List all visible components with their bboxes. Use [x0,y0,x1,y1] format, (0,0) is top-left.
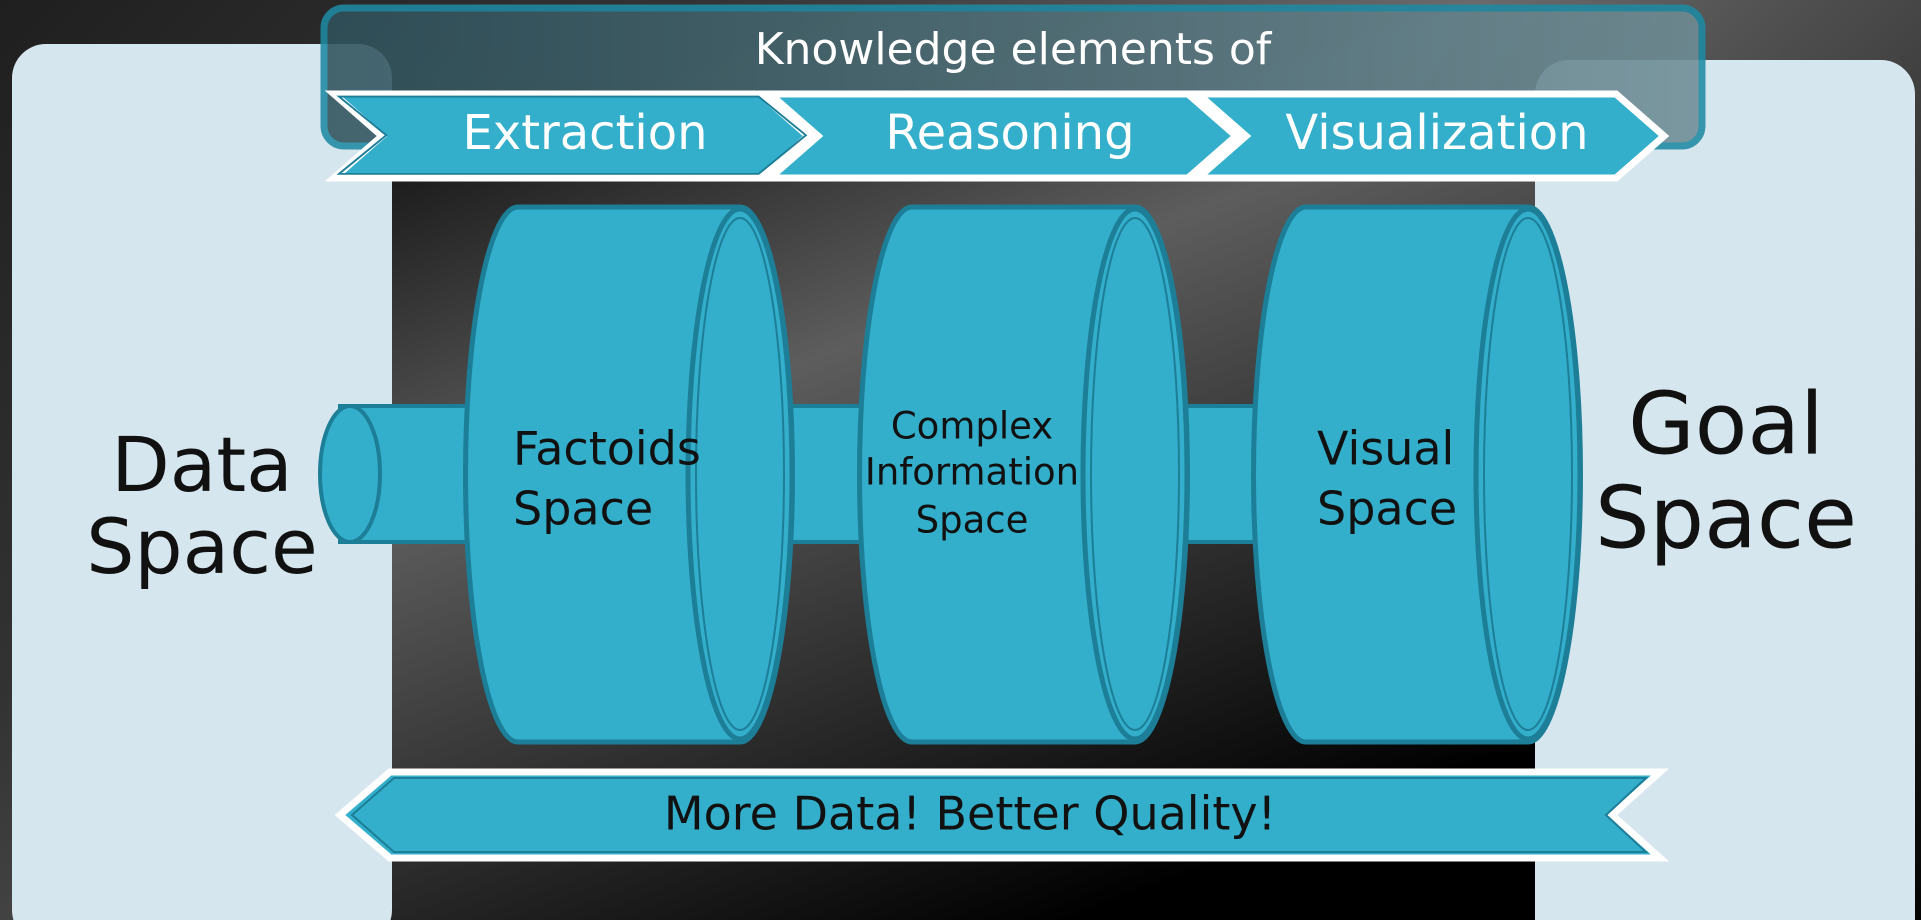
chevron-extraction-inner [336,95,808,175]
feedback-label: More Data! Better Quality! [664,787,1276,841]
goal-space-label-line-1: Goal [1628,374,1824,474]
cylinder-1-label-line-1: Factoids [513,422,701,476]
stage-label-visualization: Visualization [1285,105,1588,161]
cylinder-2-label-line-1: Complex [891,405,1053,448]
chevron-reasoning [760,90,1242,182]
cylinder-face [1473,206,1583,742]
data-space-label-line-2: Space [86,502,318,591]
cylinder-3-label-line-1: Visual [1317,422,1454,476]
cylinder-1-label-line-2: Space [513,482,653,536]
cylinder-factoids [463,204,795,745]
goal-space-panel [1535,60,1915,920]
stage-label-reasoning: Reasoning [885,105,1134,161]
cylinder-face [1080,206,1190,742]
cylinder-visual [1251,204,1583,745]
stage-chevrons: Extraction Reasoning Visualization [324,90,1670,182]
chevron-visualization [1188,90,1670,182]
chevron-extraction [324,90,814,182]
cylinder-2-label-line-3: Space [916,499,1029,542]
data-space-label-line-1: Data [111,420,292,509]
pipe-1-cap [318,404,382,544]
cylinder-face [685,206,795,742]
feedback-arrow-shape [334,768,1670,862]
data-space-panel [12,44,392,920]
cylinder-face-rim [695,217,785,731]
feedback-arrow-inner [350,777,1649,853]
cylinder-2-label-line-2: Information [865,451,1079,494]
cylinder-3-label-line-2: Space [1317,482,1457,536]
cylinder-complex-information [857,204,1190,745]
cylinder-face-rim [1090,217,1180,731]
cylinder-face-rim [1483,217,1573,731]
feedback-arrow: More Data! Better Quality! [334,768,1670,862]
goal-space-label-line-2: Space [1595,468,1857,568]
stage-label-extraction: Extraction [462,105,707,161]
header-label: Knowledge elements of [755,24,1273,75]
